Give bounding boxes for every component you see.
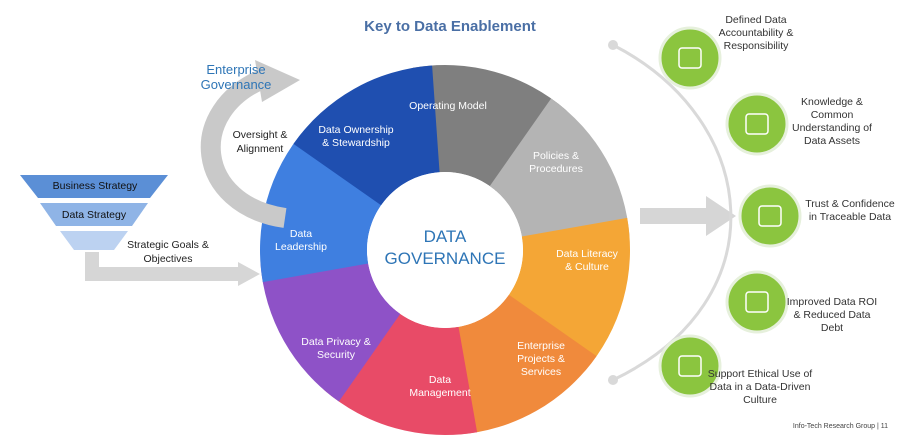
outcome-label: Improved Data ROI & Reduced Data Debt (786, 296, 878, 334)
outcome-icons (658, 26, 802, 398)
funnel-arrow (85, 252, 240, 281)
segment-label: Data Management (409, 374, 471, 399)
segment-1 (489, 98, 630, 245)
page-title: Key to Data Enablement (364, 18, 536, 35)
outcomes-arrow (640, 208, 710, 224)
segment-7 (293, 65, 440, 206)
oversight-arrow (200, 68, 287, 228)
governance-wheel (260, 65, 630, 435)
wheel-center (367, 172, 523, 328)
outcome-label: Support Ethical Use of Data in a Data-Dr… (707, 368, 813, 406)
segment-label: Data Privacy & Security (301, 336, 371, 361)
goals-layer (60, 231, 128, 250)
server-icon (678, 355, 702, 377)
segment-4 (323, 308, 478, 435)
segment-3 (450, 294, 597, 435)
segment-label: Policies & Procedures (529, 150, 583, 175)
outcome-label: Trust & Confidence in Traceable Data (805, 198, 895, 223)
center-title: DATA GOVERNANCE (384, 227, 506, 268)
segment-label: Operating Model (409, 100, 487, 112)
business-strategy-layer (20, 175, 168, 198)
segment-label: Data Ownership & Stewardship (318, 124, 394, 149)
oversight-arrowhead (255, 60, 300, 102)
segment-label: Data Leadership (275, 228, 327, 253)
outcome-circle (738, 184, 802, 248)
outcome-circle (658, 334, 722, 398)
segment-2 (503, 217, 630, 372)
footer: Info-Tech Research Group | 11 (792, 423, 888, 430)
segment-5 (260, 255, 401, 402)
outcomes-arrowhead (706, 196, 736, 236)
segment-label: Enterprise Projects & Services (517, 340, 565, 378)
outcome-label: Defined Data Accountability & Responsibi… (718, 14, 794, 52)
arc-start-dot (608, 40, 618, 50)
segment-6 (260, 128, 387, 283)
book-icon (745, 113, 769, 135)
segment-0 (412, 65, 567, 192)
enterprise-governance-label: Enterprise Governance (200, 62, 272, 92)
arc-end-dot (608, 375, 618, 385)
data-strategy-layer (40, 203, 148, 226)
funnel-arrowhead (238, 262, 260, 286)
outcome-label: Knowledge & Common Understanding of Data… (792, 96, 872, 147)
oversight-label: Oversight & Alignment (232, 129, 288, 155)
business-strategy-label: Business Strategy (52, 180, 138, 192)
checklist-icon (678, 47, 702, 69)
segment-label: Data Literacy & Culture (556, 248, 618, 273)
outcome-circle (725, 92, 789, 156)
outcome-circle (658, 26, 722, 90)
monitor-chart-icon (745, 291, 769, 313)
data-strategy-label: Data Strategy (61, 209, 127, 221)
basket-icon (758, 205, 782, 227)
outcome-circle (725, 270, 789, 334)
goals-label: Strategic Goals & Objectives (127, 239, 209, 265)
